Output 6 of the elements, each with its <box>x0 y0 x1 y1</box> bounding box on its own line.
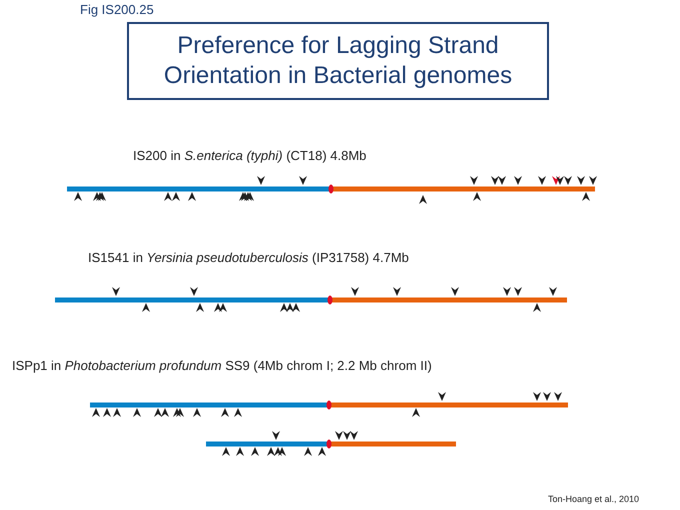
track-caption: IS200 in S.enterica (typhi) (CT18) 4.8Mb <box>133 148 366 163</box>
track-caption: IS1541 in Yersinia pseudotuberculosis (IP31758) 4.7Mb <box>88 250 409 265</box>
track-caption: ISPp1 in Photobacterium profundum SS9 (4Mb chrom I; 2.2 Mb chrom II) <box>12 358 432 373</box>
figure-number: Fig IS200.25 <box>80 2 154 17</box>
citation: Ton-Hoang et al., 2010 <box>548 494 640 504</box>
title-box: Preference for Lagging Strand Orientation in Bacterial genomes <box>127 22 549 100</box>
